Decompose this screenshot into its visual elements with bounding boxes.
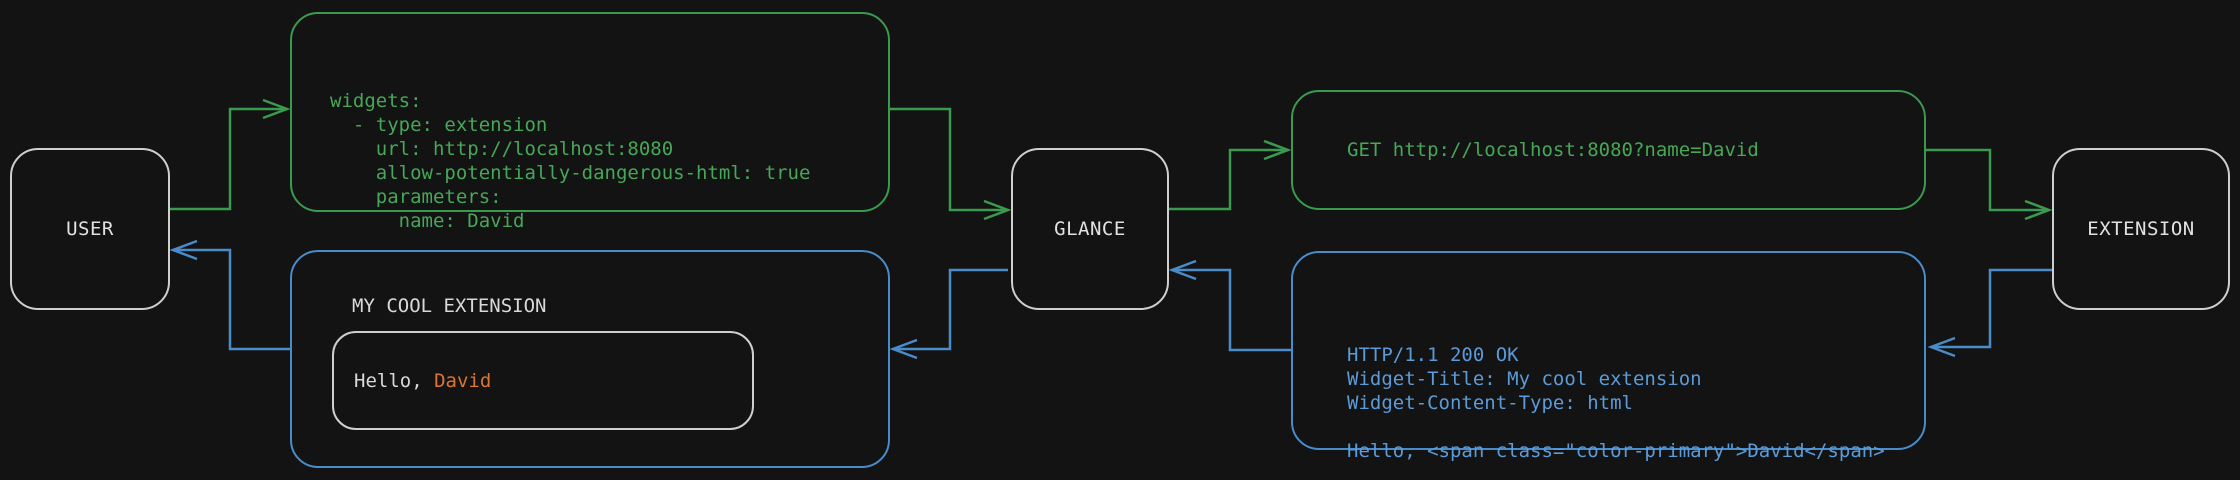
user-node: USER <box>10 148 170 310</box>
arrow-response-to-glance <box>1168 259 1291 352</box>
widget-preview-title: MY COOL EXTENSION <box>352 295 547 317</box>
arrow-request-to-extension <box>1926 148 2053 221</box>
arrow-glance-to-widget <box>889 268 1008 360</box>
http-request-box: GET http://localhost:8080?name=David <box>1291 90 1926 210</box>
greeting-card: Hello, David <box>332 331 754 430</box>
yaml-config-code: widgets: - type: extension url: http://l… <box>330 90 811 232</box>
glance-node-label: GLANCE <box>1054 218 1126 240</box>
arrow-widget-to-user <box>169 239 290 351</box>
yaml-config-box: widgets: - type: extension url: http://l… <box>290 12 890 232</box>
glance-node: GLANCE <box>1011 148 1169 310</box>
extension-node-label: EXTENSION <box>2087 218 2195 240</box>
greeting-prefix: Hello, <box>354 369 435 392</box>
arrow-glance-to-request <box>1169 139 1292 211</box>
arrow-config-to-glance <box>890 107 1012 221</box>
widget-preview-box: MY COOL EXTENSION Hello, David <box>290 250 890 468</box>
arrow-user-to-config <box>170 98 291 211</box>
arrow-extension-to-response <box>1927 268 2052 358</box>
extension-node: EXTENSION <box>2052 148 2230 310</box>
user-node-label: USER <box>66 218 114 240</box>
http-request-text: GET http://localhost:8080?name=David <box>1347 139 1759 161</box>
greeting-name: David <box>434 369 492 392</box>
